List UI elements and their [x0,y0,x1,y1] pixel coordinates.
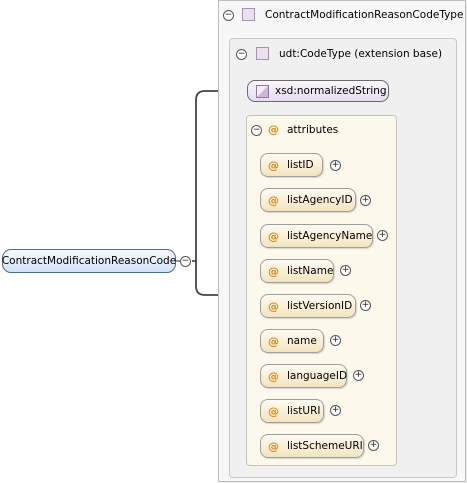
collapse-extension-icon[interactable]: − [236,49,247,60]
expand-listAgencyName-icon[interactable]: + [377,230,388,241]
attributes-label: attributes [287,124,339,136]
expand-listSchemeURI-icon[interactable]: + [368,440,379,451]
attribute-icon: @ [268,193,279,207]
attribute-label: listAgencyName [287,230,373,242]
attribute-icon: @ [268,404,279,418]
expand-name-icon[interactable]: + [330,335,341,346]
attribute-icon: @ [268,299,279,313]
attribute-languageID[interactable]: @ languageID [260,364,347,388]
attribute-icon: @ [268,369,279,383]
attribute-label: listVersionID [287,300,353,312]
attribute-listVersionID[interactable]: @ listVersionID [260,294,356,318]
root-element-name: ContractModificationReasonCode [1,255,177,267]
complex-type-name: ContractModificationReasonCodeType [265,9,464,21]
attribute-label: listAgencyID [287,194,353,206]
collapse-type-icon[interactable]: − [223,10,234,21]
attribute-name[interactable]: @ name [260,329,324,353]
attribute-icon: @ [268,334,279,348]
complex-type-icon [242,8,255,21]
expand-languageID-icon[interactable]: + [353,370,364,381]
attribute-label: languageID [287,370,348,382]
attribute-listName[interactable]: @ listName [260,259,334,283]
attribute-icon: @ [268,229,279,243]
base-type-name: xsd:normalizedString [275,85,387,97]
attribute-group-icon: @ [268,123,279,136]
extension-type-icon [256,47,269,60]
expand-listID-icon[interactable]: + [330,160,341,171]
attribute-icon: @ [268,439,279,453]
attribute-icon: @ [268,264,279,278]
expand-listName-icon[interactable]: + [340,265,351,276]
root-element-node[interactable]: ContractModificationReasonCode [2,249,176,273]
expand-listAgencyID-icon[interactable]: + [360,195,371,206]
attribute-label: listURI [287,405,321,417]
attribute-label: name [287,335,317,347]
collapse-root-icon[interactable]: − [180,256,191,267]
attribute-icon: @ [268,158,279,172]
collapse-attributes-icon[interactable]: − [251,125,262,136]
extension-name: udt:CodeType (extension base) [279,48,443,60]
expand-listURI-icon[interactable]: + [330,405,341,416]
attribute-listAgencyName[interactable]: @ listAgencyName [260,224,373,248]
attribute-listSchemeURI[interactable]: @ listSchemeURI [260,434,364,458]
attribute-listAgencyID[interactable]: @ listAgencyID [260,188,356,212]
attribute-label: listName [287,265,334,277]
expand-listVersionID-icon[interactable]: + [360,300,371,311]
attribute-label: listSchemeURI [287,440,363,452]
attribute-listID[interactable]: @ listID [260,153,323,177]
base-type-node[interactable]: xsd:normalizedString [247,80,389,102]
simple-type-icon [256,84,269,98]
attribute-label: listID [287,159,314,171]
attribute-listURI[interactable]: @ listURI [260,399,324,423]
